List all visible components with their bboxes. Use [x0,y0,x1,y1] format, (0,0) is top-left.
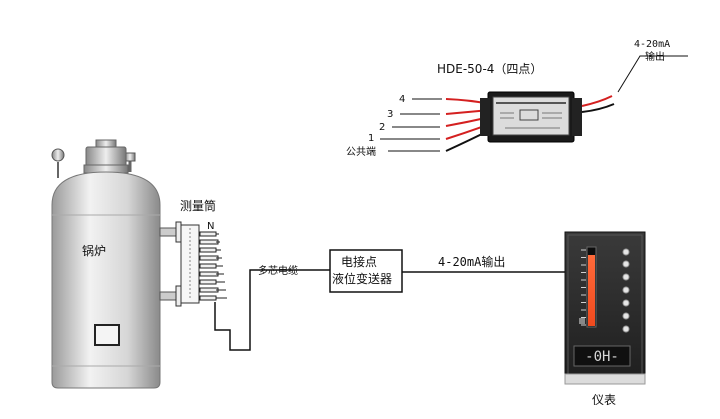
status-lamp [622,260,630,268]
status-lamp [622,286,630,294]
status-lamp [622,299,630,307]
output-wires [581,95,615,113]
measuring-tube-label: 测量筒 [180,198,216,213]
output-label-line1: 4-20mA [634,39,670,50]
electrode [199,271,219,277]
electrode [199,231,217,237]
instrument-panel: -0H- 仪表 [564,231,646,407]
hde-module: HDE-50-4（四点） 4 3 2 1 公共端 [346,39,688,158]
pressure-gauge-icon [51,148,65,178]
boiler: 锅炉 [51,139,161,389]
output-leader [617,55,688,93]
output-label-line2: 输出 [645,50,665,63]
input-common: 公共端 [346,145,376,158]
electrode [199,279,217,285]
input-leaders [380,98,442,152]
level-bar-fill [588,255,595,326]
transmitter-box: 电接点 液位变送器 [329,249,403,293]
transmitter-line2: 液位变送器 [332,271,392,286]
input-1: 1 [368,133,374,144]
cable-label: 多芯电缆 [258,264,298,277]
display-readout: -0H- [585,349,619,365]
tube-marker-n: N [207,221,214,232]
electrode [199,255,219,261]
status-lamp [622,312,630,320]
boiler-label: 锅炉 [82,243,106,258]
status-lamps [622,248,630,333]
electrode [199,295,217,301]
panel-button[interactable] [579,318,585,324]
transmitter-line1: 电接点 [341,254,377,269]
module-title: HDE-50-4（四点） [437,62,542,76]
bar-scale [581,249,586,326]
boiler-door [94,324,120,346]
measuring-tube: 测量筒 N [159,198,330,351]
digital-display [573,345,631,367]
electrode [199,247,217,253]
status-lamp [622,248,630,256]
input-4: 4 [399,94,405,105]
status-lamp [622,273,630,281]
electrode [199,287,219,293]
instrument-label: 仪表 [592,393,616,407]
electrode [199,263,217,269]
electrode-stack [199,231,227,301]
status-lamp [622,325,630,333]
input-3: 3 [387,109,393,120]
electrode [199,239,219,245]
input-2: 2 [379,122,385,133]
signal-line-label: 4-20mA输出 [438,254,505,269]
